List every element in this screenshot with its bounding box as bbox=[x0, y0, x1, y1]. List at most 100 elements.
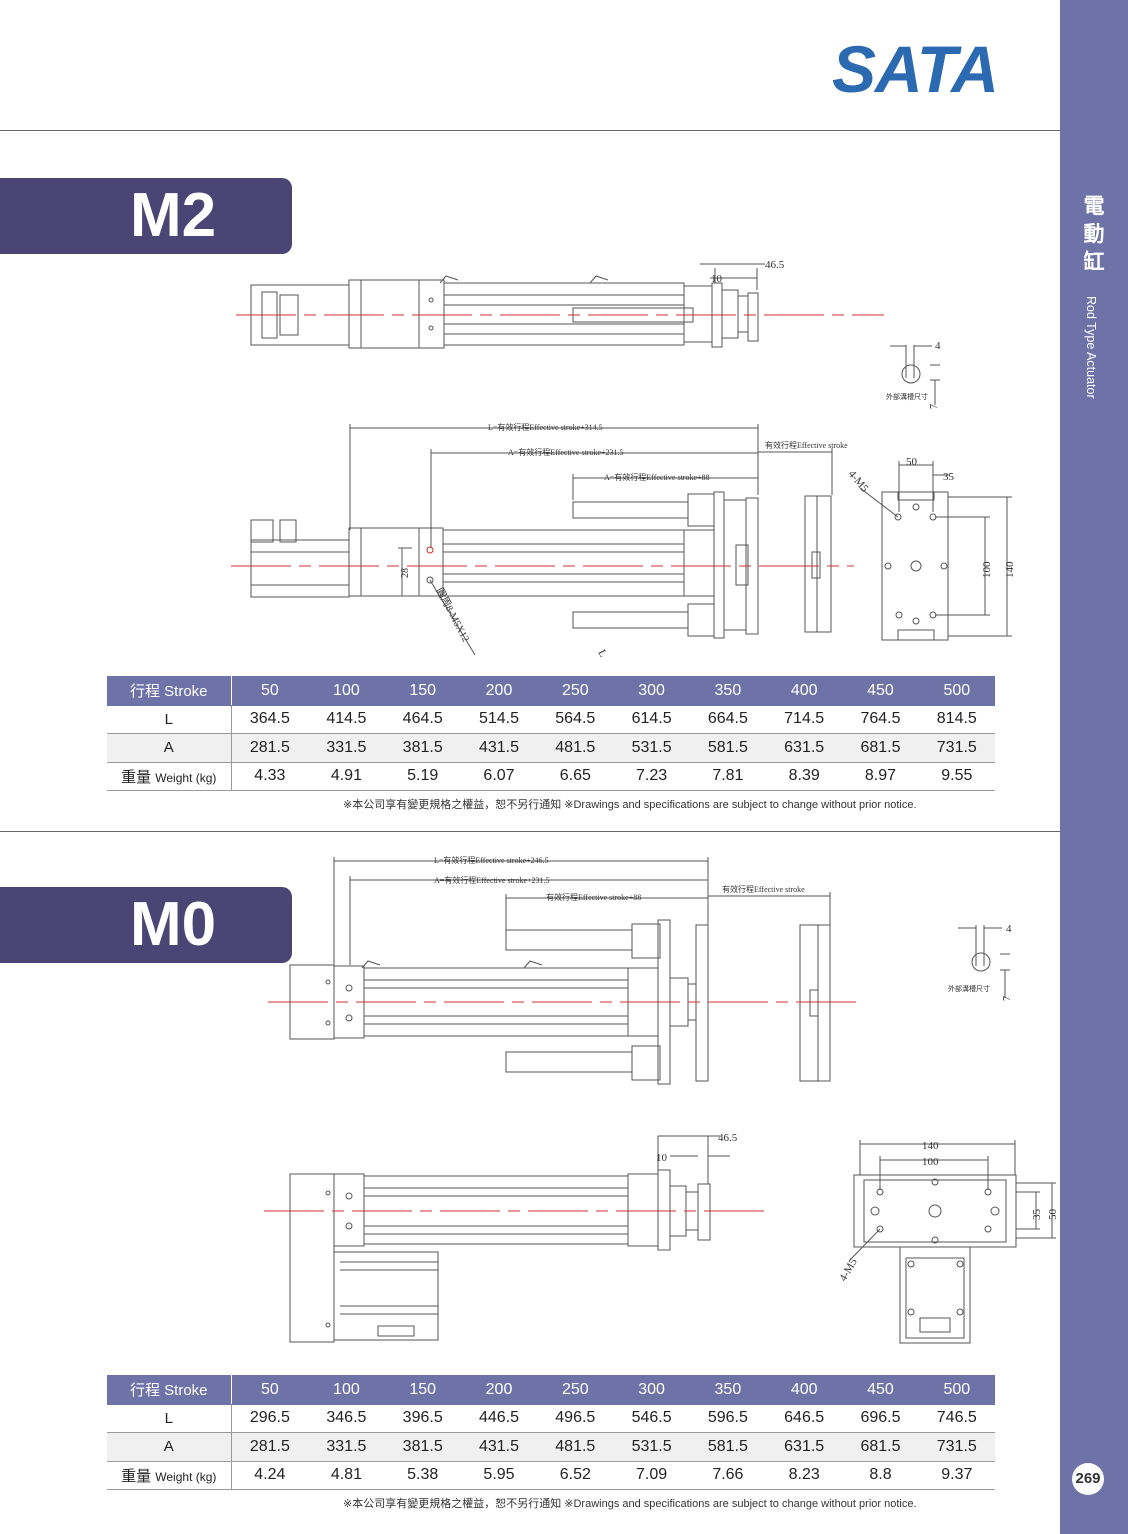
disclaimer-note: ※本公司享有變更規格之權益，恕不另行通知 ※Drawings and speci… bbox=[343, 799, 917, 811]
dim-label: 50 bbox=[1047, 1209, 1059, 1221]
table-cell: 664.5 bbox=[689, 704, 767, 734]
weight-label: 重量 Weight (kg) bbox=[107, 1460, 232, 1490]
m0-technical-drawing: L=有效行程Effective stroke+246.5 A=有效行程Effec… bbox=[264, 855, 1059, 1344]
category-char: 動 bbox=[1083, 222, 1105, 246]
table-cell: 7.23 bbox=[613, 761, 690, 791]
dim-label: 4 bbox=[935, 340, 941, 352]
table-cell: 281.5 bbox=[231, 1432, 309, 1462]
table-cell: 331.5 bbox=[308, 733, 385, 763]
dim-formula: 有效行程Effective stroke+88 bbox=[546, 892, 641, 902]
dim-formula: L=有效行程Effective stroke+314.5 bbox=[488, 422, 603, 432]
table-row-l: L 364.5 414.5 464.5 514.5 564.5 614.5 66… bbox=[107, 704, 995, 734]
table-cell: 7.66 bbox=[689, 1460, 767, 1490]
table-cell: 481.5 bbox=[537, 733, 614, 763]
section-divider bbox=[0, 831, 1060, 832]
table-cell: 6.52 bbox=[537, 1460, 614, 1490]
stroke-value: 250 bbox=[537, 676, 614, 706]
m2-spec-table: 行程 Stroke 50 100 150 200 250 300 350 400… bbox=[107, 676, 995, 791]
table-row-a: A 281.5 331.5 381.5 431.5 481.5 531.5 58… bbox=[107, 1432, 995, 1462]
table-cell: 7.09 bbox=[613, 1460, 690, 1490]
hole-label: 4-M5 bbox=[846, 468, 871, 495]
table-row-weight: 重量 Weight (kg) 4.24 4.81 5.38 5.95 6.52 … bbox=[107, 1460, 995, 1490]
dim-label: 35 bbox=[1031, 1209, 1043, 1221]
table-cell: 281.5 bbox=[231, 733, 309, 763]
page-number: 269 bbox=[1072, 1463, 1104, 1495]
dim-label: 7 bbox=[1002, 996, 1013, 1001]
table-cell: 364.5 bbox=[231, 704, 309, 734]
m0-end-plate-view: 140 100 35 50 4-M5 bbox=[837, 1140, 1059, 1344]
table-cell: 746.5 bbox=[918, 1403, 995, 1433]
weight-label: 重量 Weight (kg) bbox=[107, 761, 232, 791]
row-label: A bbox=[107, 733, 232, 763]
dim-formula: A=有效行程Effective stroke+88 bbox=[604, 472, 710, 482]
table-cell: 814.5 bbox=[918, 704, 995, 734]
category-char: 缸 bbox=[1083, 250, 1105, 274]
m0-side-view bbox=[268, 919, 856, 1085]
stroke-label: 行程 Stroke bbox=[107, 676, 232, 706]
table-cell: 5.38 bbox=[384, 1460, 461, 1490]
table-cell: 564.5 bbox=[537, 704, 614, 734]
stroke-label: 行程 Stroke bbox=[107, 1375, 232, 1405]
dim-label: 7 bbox=[929, 404, 940, 409]
table-cell: 6.65 bbox=[537, 761, 614, 791]
row-label: L bbox=[107, 704, 232, 734]
category-title-zh: 電 動 缸 bbox=[1060, 192, 1128, 276]
weight-label-zh: 重量 bbox=[121, 768, 152, 786]
dim-label: 28 bbox=[400, 568, 411, 578]
category-sidebar: 電 動 缸 bbox=[1060, 0, 1128, 1534]
stroke-value: 500 bbox=[918, 676, 995, 706]
m2-side-dimensions: L=有效行程Effective stroke+314.5 A=有效行程Effec… bbox=[349, 422, 848, 548]
table-row-a: A 281.5 331.5 381.5 431.5 481.5 531.5 58… bbox=[107, 733, 995, 763]
table-cell: 5.95 bbox=[460, 1460, 538, 1490]
table-cell: 696.5 bbox=[842, 1403, 919, 1433]
dim-label: 140 bbox=[922, 1140, 939, 1152]
table-cell: 614.5 bbox=[613, 704, 690, 734]
table-cell: 5.19 bbox=[384, 761, 461, 791]
groove-label: 外部溝槽尺寸 bbox=[886, 392, 928, 401]
table-cell: 681.5 bbox=[842, 1432, 919, 1462]
table-cell: 346.5 bbox=[308, 1403, 385, 1433]
table-cell: 446.5 bbox=[460, 1403, 538, 1433]
table-cell: 481.5 bbox=[537, 1432, 614, 1462]
table-cell: 6.07 bbox=[460, 761, 538, 791]
table-cell: 581.5 bbox=[689, 733, 767, 763]
table-cell: 496.5 bbox=[537, 1403, 614, 1433]
table-cell: 9.55 bbox=[918, 761, 995, 791]
dim-label: 100 bbox=[922, 1156, 939, 1168]
stroke-value: 350 bbox=[689, 676, 767, 706]
table-header-row: 行程 Stroke 50 100 150 200 250 300 350 400… bbox=[107, 676, 995, 706]
dim-label: 35 bbox=[943, 471, 955, 483]
dim-formula: L=有效行程Effective stroke+246.5 bbox=[434, 855, 549, 865]
table-cell: 731.5 bbox=[918, 733, 995, 763]
stroke-value: 300 bbox=[613, 676, 690, 706]
m2-technical-drawing: 46.5 10 4 7 外部溝槽尺寸 L=有效行程Effective strok… bbox=[231, 259, 1016, 660]
table-cell: 396.5 bbox=[384, 1403, 461, 1433]
table-cell: 7.81 bbox=[689, 761, 767, 791]
stroke-value: 350 bbox=[689, 1375, 767, 1405]
dim-label: L bbox=[595, 648, 609, 660]
stroke-value: 450 bbox=[842, 676, 919, 706]
dim-label: 46.5 bbox=[718, 1132, 738, 1144]
stroke-value: 300 bbox=[613, 1375, 690, 1405]
m0-groove-detail: 4 7 外部溝槽尺寸 bbox=[948, 923, 1013, 1001]
screw-label: 圓周8-M5X12 bbox=[433, 586, 472, 644]
dim-formula: 有效行程Effective stroke bbox=[722, 884, 805, 894]
table-cell: 4.33 bbox=[231, 761, 309, 791]
stroke-value: 100 bbox=[308, 1375, 385, 1405]
category-title-en: Rod Type Actuator bbox=[1084, 296, 1098, 399]
stroke-value: 50 bbox=[231, 676, 309, 706]
table-cell: 431.5 bbox=[460, 733, 538, 763]
weight-label-zh: 重量 bbox=[121, 1467, 152, 1485]
stroke-value: 450 bbox=[842, 1375, 919, 1405]
dim-label: 100 bbox=[981, 561, 993, 578]
dim-label: 4 bbox=[1006, 923, 1012, 935]
table-cell: 8.23 bbox=[766, 1460, 843, 1490]
stroke-value: 150 bbox=[384, 1375, 461, 1405]
table-cell: 631.5 bbox=[766, 1432, 843, 1462]
table-cell: 331.5 bbox=[308, 1432, 385, 1462]
dim-label: 140 bbox=[1004, 561, 1016, 578]
weight-label-en: Weight (kg) bbox=[155, 770, 217, 785]
table-cell: 431.5 bbox=[460, 1432, 538, 1462]
table-cell: 546.5 bbox=[613, 1403, 690, 1433]
model-title: M0 bbox=[130, 890, 217, 959]
